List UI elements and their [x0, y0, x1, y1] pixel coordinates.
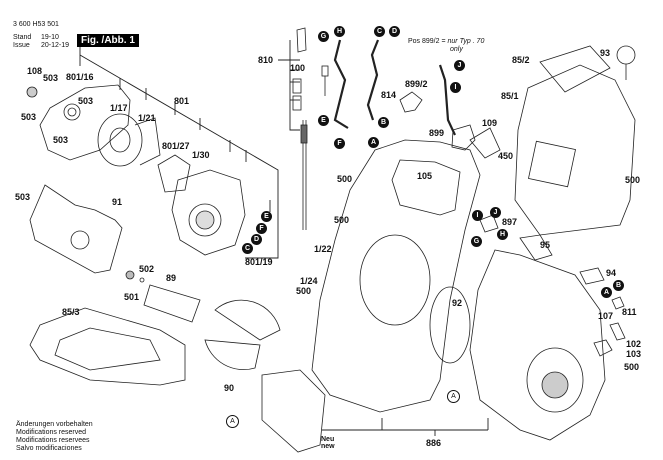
part-label-503: 503 — [21, 112, 37, 122]
footer-line: Änderungen vorbehalten — [16, 421, 93, 428]
position-note: Pos 899/2 = nur Typ . 70 — [408, 38, 484, 46]
marker-i: I — [450, 82, 461, 93]
reference-marker-a: A — [447, 390, 460, 403]
marker-d: D — [251, 234, 262, 245]
part-label-811: 811 — [622, 307, 637, 317]
marker-e: E — [318, 115, 329, 126]
footer-line: Modifications reserved — [16, 429, 87, 436]
part-label-801-27: 801/27 — [162, 141, 190, 151]
marker-f: F — [256, 223, 267, 234]
part-label-1-24: 1/24 — [300, 276, 318, 286]
part-label-814: 814 — [381, 90, 397, 100]
marker-i: I — [472, 210, 483, 221]
part-label-108: 108 — [27, 66, 43, 76]
position-note-type: nur Typ . 70 — [447, 38, 485, 45]
part-label-90: 90 — [224, 383, 235, 393]
marker-h: H — [497, 229, 508, 240]
marker-h: H — [334, 26, 345, 37]
part-label-1-22: 1/22 — [314, 244, 332, 254]
new-tag-de: Neu — [321, 436, 335, 443]
marker-b: B — [378, 117, 389, 128]
marker-c: C — [374, 26, 385, 37]
issue-value: 20-12-19 — [41, 42, 70, 49]
position-note-text: Pos 899/2 = — [408, 38, 446, 45]
leader-lines — [79, 40, 489, 436]
part-label-500: 500 — [296, 286, 312, 296]
figure-label: Fig. /Abb. 1 — [77, 34, 139, 47]
part-label-85-2: 85/2 — [512, 55, 530, 65]
part-label-93: 93 — [600, 48, 611, 58]
part-bracket — [29, 184, 123, 274]
part-label-91: 91 — [112, 197, 123, 207]
part-label-503: 503 — [78, 96, 94, 106]
new-tag-en: new — [321, 443, 335, 450]
part-label-109: 109 — [482, 118, 498, 128]
part-label-503: 503 — [15, 192, 31, 202]
part-label-94: 94 — [606, 268, 617, 278]
reference-marker-a: A — [226, 415, 239, 428]
part-label-500: 500 — [337, 174, 353, 184]
marker-j: J — [490, 207, 501, 218]
part-label-92: 92 — [452, 298, 463, 308]
part-label-502: 502 — [139, 264, 155, 274]
part-label-107: 107 — [598, 311, 614, 321]
part-label-450: 450 — [498, 151, 514, 161]
part-label-95: 95 — [540, 240, 551, 250]
part-gear-cover — [39, 84, 131, 161]
marker-g: G — [318, 31, 329, 42]
part-label-85-1: 85/1 — [501, 91, 519, 101]
footer-notes: Änderungen vorbehalten Modifications res… — [16, 421, 93, 453]
part-label-899-2: 899/2 — [405, 79, 428, 89]
footer-line: Modifications reservees — [16, 437, 90, 444]
position-note-only: only — [450, 46, 463, 53]
part-label-500: 500 — [334, 215, 350, 225]
stand-value: 19-10 — [41, 34, 59, 41]
part-label-102: 102 — [626, 339, 642, 349]
part-label-897: 897 — [502, 217, 518, 227]
part-label-100: 100 — [290, 63, 306, 73]
marker-d: D — [389, 26, 400, 37]
stand-label: Stand — [13, 34, 32, 41]
marker-a: A — [601, 287, 612, 298]
part-label-501: 501 — [124, 292, 140, 302]
part-label-886: 886 — [426, 438, 442, 448]
part-label-899: 899 — [429, 128, 445, 138]
part-label-503: 503 — [43, 73, 59, 83]
part-label-801-19: 801/19 — [245, 257, 273, 267]
part-label-503: 503 — [53, 135, 69, 145]
part-label-89: 89 — [166, 273, 177, 283]
part-label-103: 103 — [626, 349, 642, 359]
footer-line: Salvo modificaciones — [16, 445, 82, 452]
part-label-810: 810 — [258, 55, 274, 65]
part-label-801-16: 801/16 — [66, 72, 94, 82]
part-side-housing — [469, 249, 606, 441]
part-label-105: 105 — [417, 171, 433, 181]
part-hopper-cover — [514, 64, 636, 236]
part-label-500: 500 — [624, 362, 640, 372]
part-label-1-21: 1/21 — [138, 113, 156, 123]
part-motor-housing — [171, 169, 246, 256]
part-label-801: 801 — [174, 96, 190, 106]
marker-c: C — [242, 243, 253, 254]
part-label-1-30: 1/30 — [192, 150, 210, 160]
marker-g: G — [471, 236, 482, 247]
marker-e: E — [261, 211, 272, 222]
marker-a: A — [368, 137, 379, 148]
part-label-85-3: 85/3 — [62, 307, 80, 317]
marker-b: B — [613, 280, 624, 291]
part-label-500: 500 — [625, 175, 641, 185]
marker-j: J — [454, 60, 465, 71]
part-collection-tray — [29, 307, 186, 386]
document-number: 3 600 H53 501 — [13, 21, 59, 28]
part-label-1-17: 1/17 — [110, 103, 128, 113]
marker-f: F — [334, 138, 345, 149]
part-discharge-chute — [261, 369, 326, 453]
issue-label: Issue — [13, 42, 30, 49]
part-main-housing — [311, 139, 481, 413]
